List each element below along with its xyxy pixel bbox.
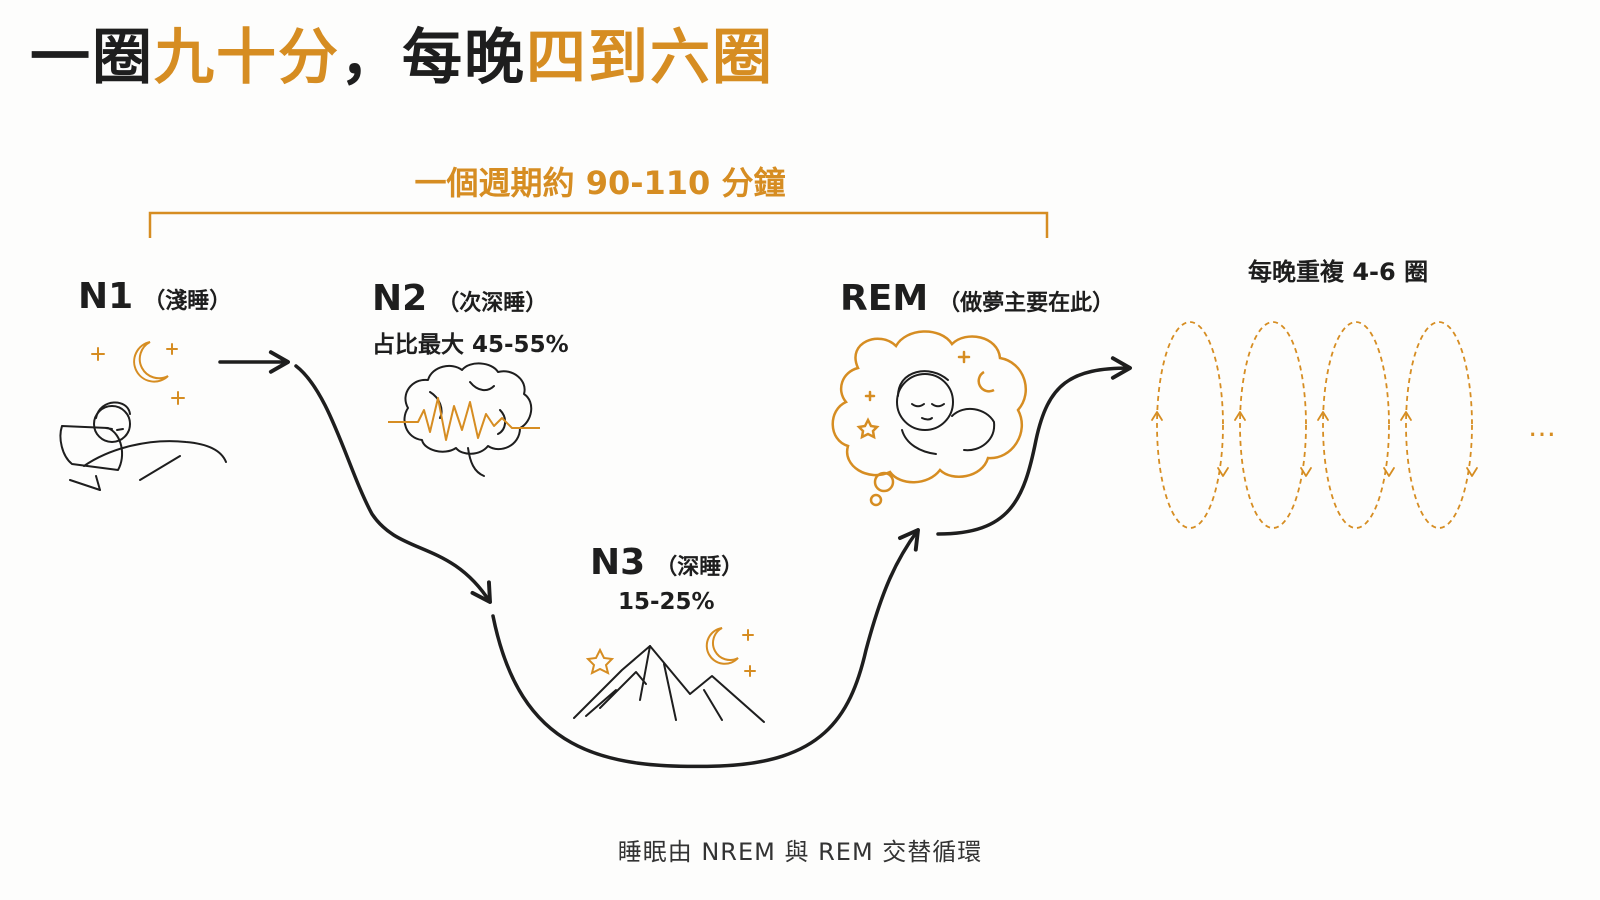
stage-n1-name: N1 bbox=[78, 276, 134, 317]
stage-n3: N3 （深睡） 15-25% bbox=[590, 542, 743, 615]
footer-caption: 睡眠由 NREM 與 REM 交替循環 bbox=[617, 838, 983, 866]
mountain-with-moon-icon bbox=[573, 645, 765, 723]
stage-n3-desc: （深睡） bbox=[655, 555, 744, 580]
dreaming-face-thought-cloud-icon bbox=[831, 330, 1028, 507]
cycle-loop-3 bbox=[1322, 321, 1390, 529]
repeating-cycles bbox=[1156, 321, 1473, 529]
stage-n2: N2 （次深睡） 占比最大 45-55% bbox=[372, 278, 569, 359]
cycle-duration-label: 一個週期約 90-110 分鐘 bbox=[414, 164, 786, 202]
stage-n2-share: 占比最大 45-55% bbox=[372, 332, 569, 358]
sleeping-person-in-bed-icon bbox=[59, 401, 227, 491]
ellipsis-more: … bbox=[1528, 410, 1558, 443]
repeat-per-night-label: 每晚重複 4-6 圈 bbox=[1248, 258, 1429, 286]
arrow-n2-to-n3 bbox=[294, 364, 492, 604]
cycle-loop-4 bbox=[1405, 321, 1473, 529]
moon-stars-icon bbox=[91, 341, 185, 405]
mountain-moon-stars bbox=[585, 627, 756, 677]
cycle-direction-arrows bbox=[1151, 411, 1478, 477]
stage-n3-share: 15-25% bbox=[618, 589, 715, 615]
brain-with-brainwave-icon bbox=[403, 362, 533, 477]
stage-rem-desc: （做夢主要在此） bbox=[938, 291, 1115, 316]
stage-n2-name: N2 bbox=[372, 278, 428, 319]
title-part-1: 一圈 bbox=[30, 23, 154, 93]
stage-rem-name: REM bbox=[840, 278, 929, 319]
title-part-3: ，每晚 bbox=[340, 23, 526, 93]
page-title: 一圈九十分，每晚四到六圈 bbox=[30, 28, 774, 88]
stage-n2-desc: （次深睡） bbox=[437, 291, 548, 316]
stage-rem: REM （做夢主要在此） bbox=[840, 278, 1114, 319]
sleep-flow-path bbox=[218, 350, 1132, 769]
brainwave-line bbox=[388, 397, 540, 441]
dreaming-face bbox=[896, 370, 996, 455]
cycle-bracket bbox=[148, 211, 1049, 238]
title-part-2: 九十分 bbox=[154, 23, 340, 93]
cycle-loop-2 bbox=[1239, 321, 1307, 529]
title-part-4: 四到六圈 bbox=[526, 23, 774, 93]
arrow-rem-to-cycles bbox=[936, 356, 1132, 536]
curve-n3-to-rem bbox=[491, 528, 920, 769]
cycle-loop-1 bbox=[1156, 321, 1224, 529]
stage-n1: N1 （淺睡） bbox=[78, 276, 231, 317]
stage-n3-name: N3 bbox=[590, 542, 646, 583]
stage-n1-desc: （淺睡） bbox=[143, 289, 232, 314]
